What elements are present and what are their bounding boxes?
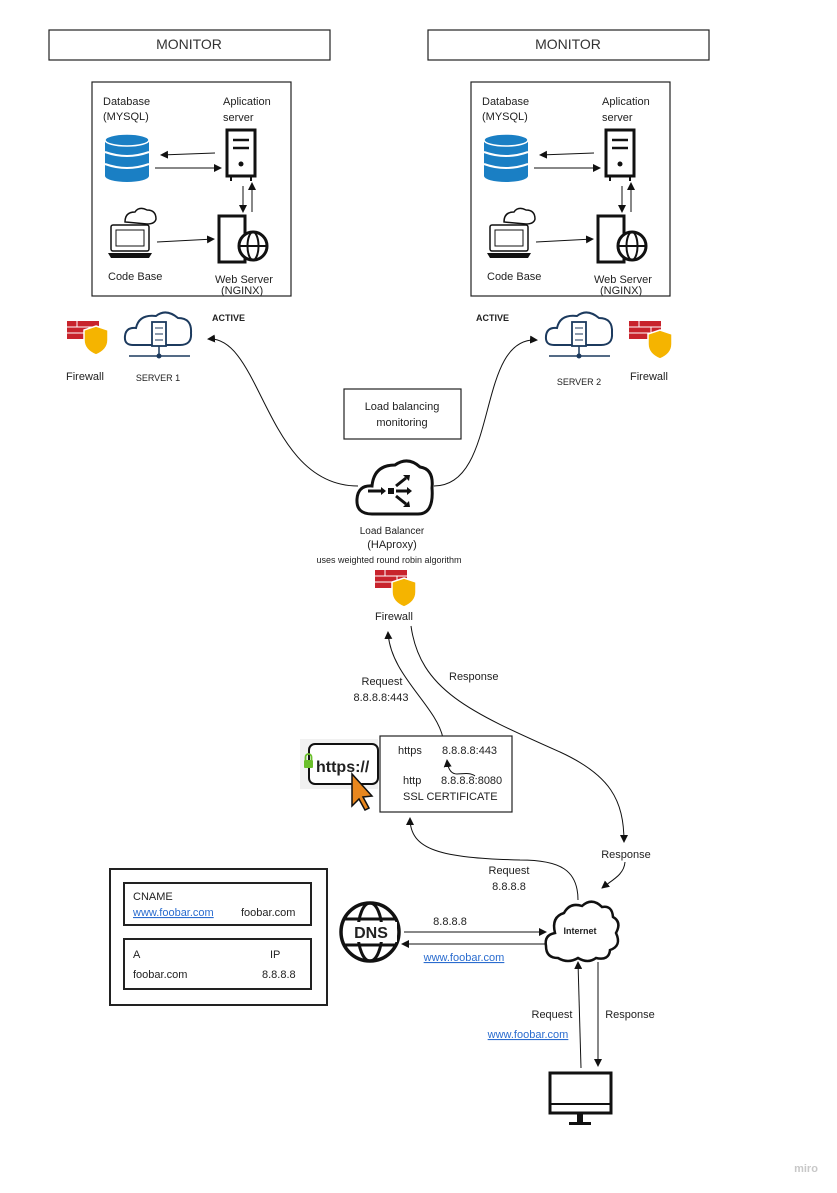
lb-monitoring-line-1: Load balancing [365,401,440,413]
monitor-label-right: MONITOR [535,36,601,52]
firewall-icon [629,321,673,360]
server-2-label: SERVER 2 [557,377,601,387]
load-balancer-type: (HAproxy) [367,539,417,551]
database-label: Database [103,96,150,108]
lb-firewall-label: Firewall [375,611,413,623]
app-server-icon [604,128,636,181]
web-server-type: (NGINX) [221,285,263,297]
client-request-label: Request [532,1009,573,1021]
a-record-ip: 8.8.8.8 [262,969,296,981]
web-server-type: (NGINX) [600,285,642,297]
request-to-ssl-arrow [406,817,579,901]
app-server-icon [225,128,257,181]
client-response-label: Response [605,1009,655,1021]
code-base-label: Code Base [108,271,162,283]
dns-label: DNS [354,925,388,942]
request-mid-address: 8.8.8.8 [492,881,526,893]
firewall-icon [67,321,109,356]
code-base-icon [487,207,536,258]
computer-monitor-icon [548,1071,613,1125]
client-request-domain-link[interactable]: www.foobar.com [487,1029,569,1041]
load-balancer-algorithm: uses weighted round robin algorithm [316,555,461,565]
a-record-header: A [133,949,141,961]
database-icon [483,133,529,182]
internet-cloud-icon: Internet [544,900,620,963]
web-server-label: Web Server [215,274,273,286]
app-server-label-2: server [223,112,254,124]
response-top-label: Response [449,671,499,683]
request-mid-label: Request [489,865,530,877]
request-top-address: 8.8.8.8:443 [353,692,408,704]
database-label: Database [482,96,529,108]
lb-to-server-2-arrow [433,335,538,487]
monitor-box-right: MONITOR [427,29,710,61]
monitor-box-left: MONITOR [48,29,331,61]
firewall-icon [375,570,417,608]
http-label: http [403,775,421,787]
dns-globe-icon: DNS [339,901,401,963]
database-type: (MYSQL) [482,111,528,123]
dns-records-table: CNAME www.foobar.com foobar.com A IP foo… [109,868,328,1006]
request-top-label: Request [362,676,403,688]
response-to-internet-arrow [410,625,628,843]
https-badge-icon: https:// [300,739,379,811]
dns-domain-link[interactable]: www.foobar.com [423,952,505,964]
database-icon [104,133,150,182]
app-server-label-2: server [602,112,633,124]
server-block-right: Database (MYSQL) Aplication server Code … [470,81,671,297]
load-balancer-label: Load Balancer [360,526,425,537]
lb-to-server-1-arrow [207,334,359,487]
server-1-cloud-icon [123,311,193,359]
database-type: (MYSQL) [103,111,149,123]
miro-watermark: miro [794,1163,818,1175]
https-badge-text: https:// [316,759,370,776]
server-1-label: SERVER 1 [136,373,180,383]
server-block-left: Database (MYSQL) Aplication server [91,81,292,297]
ssl-certificate-title: SSL CERTIFICATE [403,791,498,803]
dns-ip-label: 8.8.8.8 [433,916,467,928]
monitor-label-left: MONITOR [156,36,222,52]
firewall-label-left: Firewall [66,371,104,383]
web-server-icon [217,214,269,264]
ssl-certificate-box: https 8.8.8.8:443 http 8.8.8.8:8080 SSL … [379,735,513,813]
https-label: https [398,745,422,757]
internet-label: Internet [563,926,596,936]
app-server-label: Aplication [223,96,271,108]
firewall-label-right: Firewall [630,371,668,383]
code-base-icon [108,207,157,258]
lb-monitoring-line-2: monitoring [376,417,427,429]
cname-target: foobar.com [241,907,295,919]
app-server-label: Aplication [602,96,650,108]
request-to-lb-arrow [384,631,444,739]
response-mid-label: Response [601,849,651,861]
server-1-status: ACTIVE [212,313,245,323]
https-value: 8.8.8.8:443 [442,745,497,757]
server-2-cloud-icon [544,311,614,359]
code-base-label: Code Base [487,271,541,283]
lb-monitoring-box: Load balancing monitoring [343,388,462,440]
server-2-status: ACTIVE [476,313,509,323]
cname-header: CNAME [133,891,173,903]
web-server-label: Web Server [594,274,652,286]
ip-header: IP [270,949,280,961]
client-request-arrow [574,961,583,1069]
web-server-icon [596,214,648,264]
load-balancer-icon [355,459,434,516]
cname-domain-link[interactable]: www.foobar.com [132,907,214,919]
http-value: 8.8.8.8:8080 [441,775,502,787]
a-record-domain: foobar.com [133,969,187,981]
